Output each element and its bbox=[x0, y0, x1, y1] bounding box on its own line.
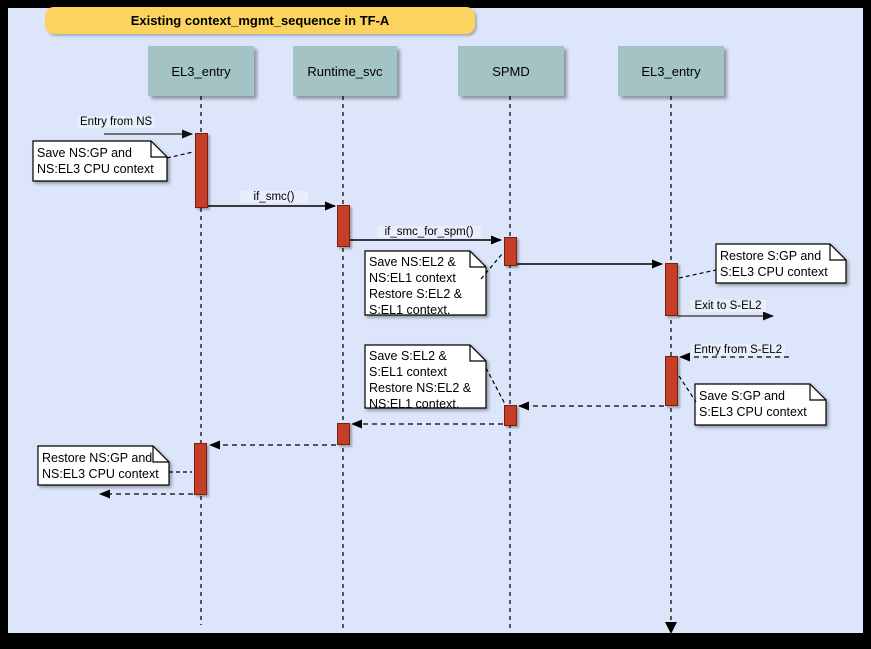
note-save-ns-ctx: Save NS:GP and NS:EL3 CPU context bbox=[37, 146, 154, 176]
activation-el3-entry-2b bbox=[665, 356, 678, 406]
lifeline-header-el3-entry-2: EL3_entry bbox=[618, 46, 724, 96]
message-label-if-smc: if_smc() bbox=[240, 191, 308, 203]
note-shape-restore-ns-ctx bbox=[37, 445, 170, 486]
note-restore-ns-ctx: Restore NS:GP and NS:EL3 CPU context bbox=[42, 451, 159, 481]
note-connector-save-s-ctx bbox=[678, 375, 697, 403]
note-save-ns-el2: Save NS:EL2 & NS:EL1 context Restore S:E… bbox=[369, 255, 463, 317]
note-restore-s-ctx: Restore S:GP and S:EL3 CPU context bbox=[720, 249, 828, 279]
activation-spmd-2 bbox=[504, 405, 517, 426]
diagram-title: Existing context_mgmt_sequence in TF-A bbox=[45, 7, 475, 34]
message-label-if-smc-for-spm: if_smc_for_spm() bbox=[377, 226, 481, 238]
note-shape-save-s-ctx bbox=[694, 383, 827, 426]
note-connector-save-ns-ctx bbox=[166, 151, 194, 159]
note-save-s-ctx: Save S:GP and S:EL3 CPU context bbox=[699, 389, 807, 419]
note-connector-restore-s-ctx bbox=[678, 269, 717, 279]
note-save-s-el2: Save S:EL2 & S:EL1 context Restore NS:EL… bbox=[369, 349, 472, 411]
note-connector-save-s-el2 bbox=[485, 367, 506, 405]
lifeline-label: EL3_entry bbox=[171, 63, 231, 79]
activation-el3-entry-1b bbox=[194, 443, 207, 495]
activation-el3-entry-2a bbox=[665, 263, 678, 316]
message-label-exit-to-s-el2: Exit to S-EL2 bbox=[690, 300, 766, 312]
note-shape-save-ns-ctx bbox=[32, 140, 168, 182]
note-connector-save-ns-el2 bbox=[480, 253, 503, 280]
diagram-canvas bbox=[8, 8, 863, 633]
note-shape-save-ns-el2 bbox=[364, 250, 487, 316]
lifeline-header-spmd: SPMD bbox=[458, 46, 564, 96]
activation-el3-entry-1a bbox=[195, 133, 208, 208]
lifeline-end-arrow-icon bbox=[665, 622, 677, 634]
lifeline-label: SPMD bbox=[492, 63, 530, 79]
lifeline-label: Runtime_svc bbox=[307, 63, 383, 79]
activation-runtime-svc-1 bbox=[337, 205, 350, 247]
lifeline-header-runtime-svc: Runtime_svc bbox=[293, 46, 397, 96]
activation-runtime-svc-2 bbox=[337, 423, 350, 445]
lifeline-header-el3-entry-1: EL3_entry bbox=[148, 46, 254, 96]
lifeline-label: EL3_entry bbox=[641, 63, 701, 79]
message-label-entry-from-s-el2: Entry from S-EL2 bbox=[691, 344, 785, 356]
message-label-entry-from-ns: Entry from NS bbox=[78, 116, 154, 128]
note-shape-restore-s-ctx bbox=[715, 243, 847, 284]
activation-spmd-1 bbox=[504, 237, 517, 266]
note-shape-save-s-el2 bbox=[364, 344, 487, 409]
